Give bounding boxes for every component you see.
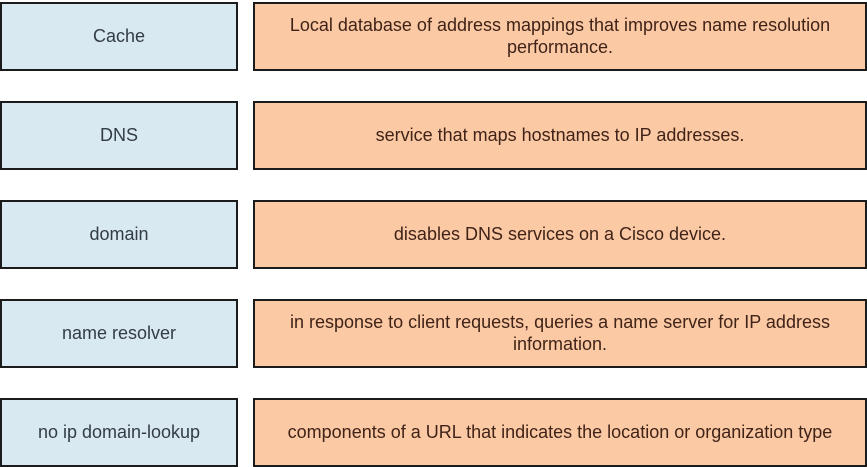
definition-text: disables DNS services on a Cisco device. (393, 223, 727, 244)
term-label: domain (89, 223, 149, 244)
definition-text: components of a URL that indicates the l… (287, 421, 833, 442)
matching-row: name resolver in response to client requ… (0, 299, 867, 368)
definition-text: Local database of address mappings that … (289, 14, 831, 57)
term-label: Cache (92, 25, 146, 46)
definition-box-5[interactable]: components of a URL that indicates the l… (253, 398, 867, 467)
definition-box-1[interactable]: Local database of address mappings that … (253, 2, 867, 71)
definition-box-3[interactable]: disables DNS services on a Cisco device. (253, 200, 867, 269)
term-label: name resolver (61, 322, 177, 343)
matching-row: DNS service that maps hostnames to IP ad… (0, 101, 867, 170)
matching-row: no ip domain-lookup components of a URL … (0, 398, 867, 467)
term-label: no ip domain-lookup (37, 421, 201, 442)
term-box-name-resolver[interactable]: name resolver (0, 299, 238, 368)
term-box-dns[interactable]: DNS (0, 101, 238, 170)
definition-text: service that maps hostnames to IP addres… (375, 124, 745, 145)
definition-box-2[interactable]: service that maps hostnames to IP addres… (253, 101, 867, 170)
matching-row: Cache Local database of address mappings… (0, 2, 867, 71)
definition-text: in response to client requests, queries … (290, 311, 830, 354)
term-box-no-ip-domain-lookup[interactable]: no ip domain-lookup (0, 398, 238, 467)
term-label: DNS (99, 124, 138, 145)
definition-box-4[interactable]: in response to client requests, queries … (253, 299, 867, 368)
term-box-domain[interactable]: domain (0, 200, 238, 269)
matching-row: domain disables DNS services on a Cisco … (0, 200, 867, 269)
term-box-cache[interactable]: Cache (0, 2, 238, 71)
